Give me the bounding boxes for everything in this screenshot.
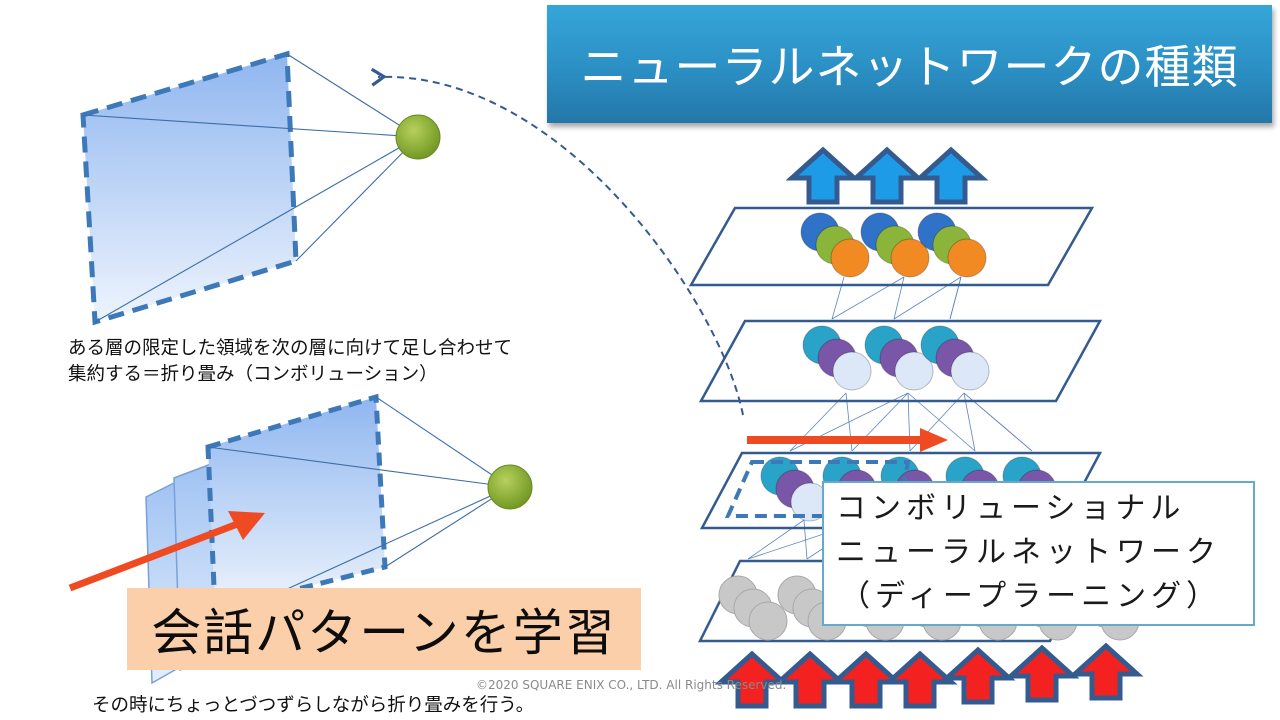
- caption-line: ある層の限定した領域を次の層に向けて足し合わせて: [68, 338, 513, 359]
- input-arrow-icon: [940, 646, 1016, 705]
- neuron-node: [395, 114, 441, 160]
- filter-pane: [80, 50, 299, 326]
- node: [890, 238, 930, 278]
- output-arrow-icon: [913, 146, 989, 205]
- filter-connection-lines: [82, 53, 419, 323]
- copyright-notice: ©2020 SQUARE ENIX CO., LTD. All Rights R…: [476, 678, 787, 692]
- node-group: [802, 325, 872, 391]
- layer-plane: [688, 206, 1095, 287]
- connection-line: [907, 392, 976, 452]
- node-group: [718, 575, 788, 641]
- input-arrow-icon: [772, 650, 848, 709]
- connection-line: [893, 276, 962, 320]
- input-arrow-icon: [1068, 642, 1144, 701]
- cnn-label-line: （ディープラーニング）: [840, 579, 1222, 614]
- highlight-box: 会話パターンを学習: [127, 588, 641, 670]
- highlight-text: 会話パターンを学習: [151, 604, 617, 662]
- node-group: [920, 325, 990, 391]
- connection-line: [963, 392, 1033, 452]
- node-group: [864, 325, 934, 391]
- output-layer: [688, 206, 1095, 287]
- node-group: [800, 212, 870, 278]
- convolution-filter-top: [80, 50, 441, 326]
- connection-line: [963, 392, 976, 452]
- neuron-node: [487, 464, 533, 510]
- cnn-label-box: コンボリューショナル ニューラルネットワーク （ディープラーニング）: [822, 481, 1255, 626]
- cnn-label-line: ニューラルネットワーク: [836, 535, 1221, 570]
- node: [830, 238, 870, 278]
- node: [894, 351, 934, 391]
- slide-title: ニューラルネットワークの種類: [580, 40, 1239, 94]
- connection-line: [747, 519, 805, 560]
- slide-arrow-shaft: [747, 436, 922, 444]
- slide-arrow-head: [920, 428, 948, 452]
- connection-line: [893, 276, 905, 320]
- hidden-layer-2: [698, 319, 1103, 403]
- node: [947, 238, 987, 278]
- sliding-caption: その時にちょっとづつずらしながら折り畳みを行う。: [92, 695, 535, 716]
- layer-plane: [698, 319, 1103, 403]
- cnn-label-line: コンボリューショナル: [836, 491, 1186, 526]
- connection-line: [831, 276, 905, 320]
- node-group: [860, 212, 930, 278]
- caption-line: 集約する＝折り畳み（コンボリューション）: [68, 364, 438, 385]
- filter-connection-lines: [207, 396, 511, 591]
- input-arrow-icon: [882, 650, 958, 709]
- input-arrow-icon: [1004, 644, 1080, 703]
- filter-pane-front: [205, 393, 388, 614]
- convolution-caption: ある層の限定した領域を次の層に向けて足し合わせて 集約する＝折り畳み（コンボリュ…: [68, 336, 512, 388]
- node: [950, 351, 990, 391]
- title-banner: ニューラルネットワークの種類: [547, 5, 1272, 123]
- connection-line: [803, 519, 808, 560]
- node: [832, 351, 872, 391]
- output-arrow-icon: [785, 146, 861, 205]
- node-group: [760, 456, 830, 522]
- output-arrow-icon: [849, 146, 925, 205]
- node-group: [917, 212, 987, 278]
- slide-direction-arrow: [68, 511, 265, 592]
- node: [748, 601, 788, 641]
